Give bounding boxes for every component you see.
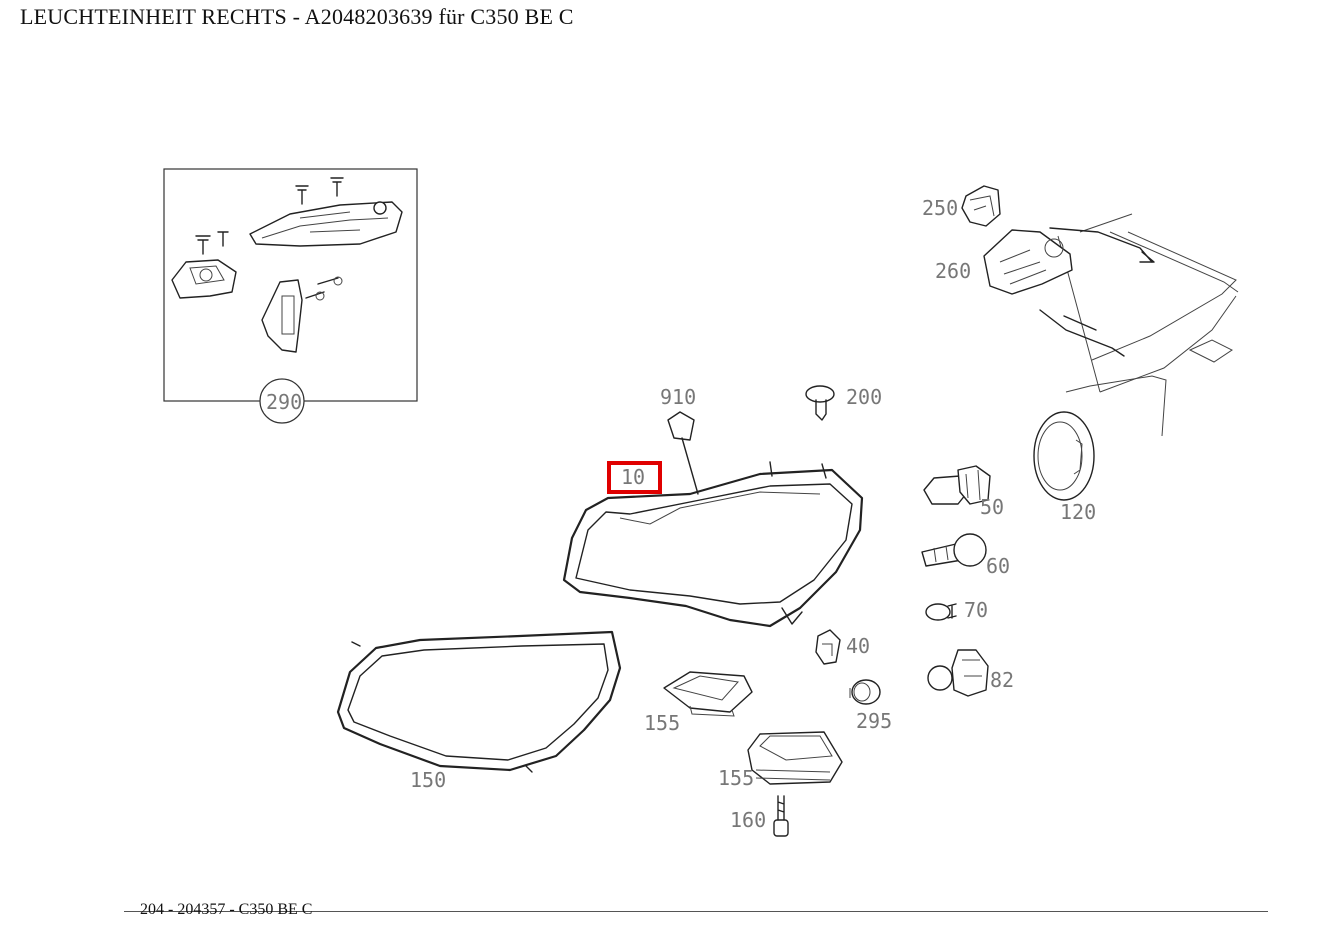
callout-295[interactable]: 295 bbox=[856, 709, 892, 733]
part-250-sensor[interactable] bbox=[961, 185, 1001, 227]
callout-82[interactable]: 82 bbox=[990, 668, 1014, 692]
part-120-cover-cap[interactable] bbox=[1033, 411, 1095, 501]
callout-250[interactable]: 250 bbox=[922, 196, 958, 220]
part-200-clip[interactable] bbox=[805, 385, 835, 421]
part-82-bulb-socket[interactable] bbox=[927, 649, 989, 697]
selected-callout-10[interactable]: 10 bbox=[607, 461, 662, 494]
footer-divider bbox=[124, 911, 1268, 912]
callout-155-a[interactable]: 155 bbox=[644, 711, 680, 735]
footer-vehicle-info: 204 - 204357 - C350 BE C bbox=[140, 901, 313, 918]
part-910-label[interactable] bbox=[667, 411, 699, 495]
part-10-headlamp-lens[interactable] bbox=[562, 461, 864, 628]
page-title: LEUCHTEINHEIT RECHTS - A2048203639 für C… bbox=[20, 4, 574, 29]
part-155-control-unit-b[interactable] bbox=[747, 731, 843, 785]
callout-290[interactable]: 290 bbox=[266, 390, 302, 414]
callout-10[interactable]: 10 bbox=[621, 465, 645, 489]
part-160-screw[interactable] bbox=[773, 795, 789, 837]
part-60-bulb[interactable] bbox=[921, 533, 987, 567]
part-295-cap[interactable] bbox=[849, 679, 881, 705]
callout-40[interactable]: 40 bbox=[846, 634, 870, 658]
part-50-bulb[interactable] bbox=[923, 465, 991, 505]
part-70-bulb[interactable] bbox=[925, 603, 957, 621]
callout-160[interactable]: 160 bbox=[730, 808, 766, 832]
part-260-module[interactable] bbox=[983, 229, 1073, 295]
vehicle-front-illustration bbox=[1039, 213, 1239, 437]
part-40-clip[interactable] bbox=[815, 629, 841, 665]
callout-60[interactable]: 60 bbox=[986, 554, 1010, 578]
part-155-control-unit-a[interactable] bbox=[663, 671, 753, 717]
callout-260[interactable]: 260 bbox=[935, 259, 971, 283]
callout-50[interactable]: 50 bbox=[980, 495, 1004, 519]
callout-200[interactable]: 200 bbox=[846, 385, 882, 409]
callout-120[interactable]: 120 bbox=[1060, 500, 1096, 524]
callout-70[interactable]: 70 bbox=[964, 598, 988, 622]
callout-155-b[interactable]: 155 bbox=[718, 766, 754, 790]
inset-subassembly-290[interactable] bbox=[163, 168, 418, 424]
callout-150[interactable]: 150 bbox=[410, 768, 446, 792]
selection-highlight-box bbox=[607, 461, 662, 494]
part-150-seal-frame[interactable] bbox=[336, 630, 622, 773]
callout-910[interactable]: 910 bbox=[660, 385, 696, 409]
